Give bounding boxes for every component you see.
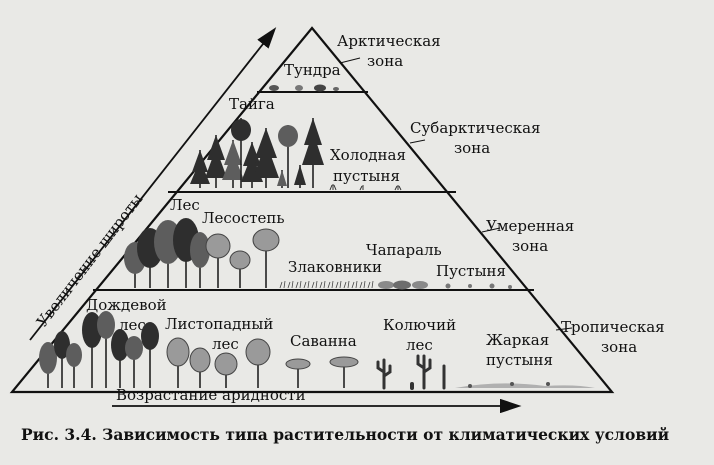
pointer-subarctic: [409, 139, 426, 144]
zone-tropical-line1: Тропическая: [561, 318, 665, 336]
zone-subarctic-line1: Субарктическая: [410, 119, 541, 137]
grassland-illustration: [279, 280, 374, 289]
pointer-temperate: [481, 227, 501, 233]
taiga-conifers-illustration: [190, 118, 324, 188]
pointer-arctic: [339, 57, 361, 64]
biome-cold-desert-label-1: Холодная: [330, 146, 406, 164]
biome-cold-desert-label-2: пустыня: [333, 167, 400, 185]
chaparral-shrubs-illustration: [378, 280, 428, 290]
biome-forest-label: Лес: [170, 196, 200, 214]
biome-tundra-label: Тундра: [284, 61, 341, 79]
savanna-illustration: [285, 356, 359, 388]
biome-rainforest-label-1: Дождевой: [86, 296, 167, 314]
zone-arctic-line2: зона: [367, 52, 403, 70]
biome-hot-desert-label-2: пустыня: [486, 351, 553, 369]
temperate-desert-illustration: [445, 283, 512, 289]
zone-tropical-line2: зона: [601, 338, 637, 356]
zone-arctic-line1: Арктическая: [337, 32, 441, 50]
zone-temperate-line2: зона: [512, 237, 548, 255]
aridity-axis-label: Возрастание аридности: [116, 386, 306, 404]
figure-caption: Рис. 3.4. Зависимость типа растительност…: [21, 425, 670, 444]
deciduous-forest-illustration: [166, 337, 271, 388]
biome-deciduous-label-1: Листопадный: [165, 315, 273, 333]
biome-savanna-label: Саванна: [290, 332, 357, 350]
biome-thorn-forest-label-2: лес: [406, 336, 433, 354]
biome-grassland-label: Злаковники: [288, 258, 382, 276]
biome-rainforest-label-2: лес: [119, 316, 146, 334]
rainforest-illustration: [39, 311, 159, 388]
biome-hot-desert-label-1: Жаркая: [486, 331, 549, 349]
biome-deciduous-label-2: лес: [212, 335, 239, 353]
hot-desert-illustration: [455, 382, 595, 388]
biome-forest-steppe-label: Лесостепь: [202, 209, 285, 227]
forest-steppe-illustration: [205, 228, 280, 288]
zone-temperate-line1: Умеренная: [486, 217, 574, 235]
biome-desert-label: Пустыня: [436, 262, 506, 280]
tundra-shrubs-illustration: [269, 84, 339, 92]
latitude-arrow: [29, 27, 277, 341]
biome-chaparral-label: Чапараль: [366, 241, 442, 259]
zone-subarctic-line2: зона: [454, 139, 490, 157]
pyramid-outline: [9, 26, 615, 394]
cold-desert-grass-illustration: [329, 184, 402, 191]
biome-taiga-label: Тайга: [229, 95, 275, 113]
biome-thorn-forest-label-1: Колючий: [383, 316, 456, 334]
temperate-forest-illustration: [124, 218, 210, 288]
thorn-forest-illustration: [376, 354, 446, 390]
pointer-tropical: [555, 327, 573, 331]
